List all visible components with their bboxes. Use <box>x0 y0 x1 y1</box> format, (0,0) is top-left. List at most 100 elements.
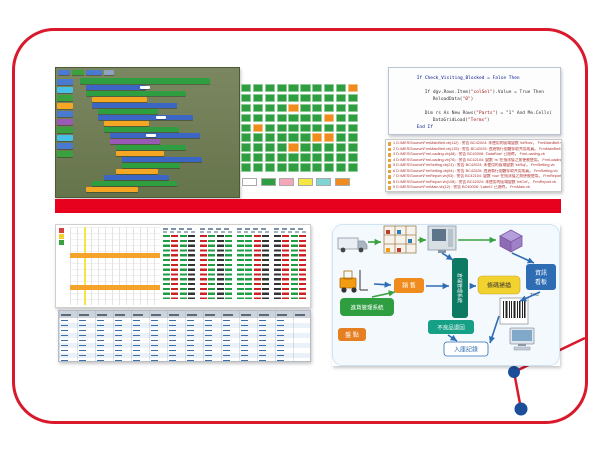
warning-icon <box>387 169 391 173</box>
status-tile <box>312 103 323 113</box>
status-tile <box>335 143 347 152</box>
code-string-token: "0" <box>462 97 471 102</box>
status-tile <box>323 113 335 123</box>
code-string-token: "Parts" <box>476 111 496 116</box>
log-text: 8 D:\MES\Source\FrmReport.vb(108) : 警告 B… <box>393 179 557 184</box>
spreadsheet-screenshot <box>55 224 311 308</box>
status-tile <box>347 113 358 123</box>
table-row <box>59 323 310 328</box>
inbound-record-label: 入庫記錄 <box>454 346 478 354</box>
code-block <box>57 119 73 125</box>
column-header-text <box>163 228 195 233</box>
legend-chip <box>297 178 313 186</box>
log-text: 3 D:\MES\Source\FrmLoading.vb(48) : 警告 B… <box>393 152 545 157</box>
table-body <box>59 318 310 361</box>
warning-icon <box>387 180 391 184</box>
status-tile <box>252 113 264 123</box>
status-tile <box>288 93 299 103</box>
warning-icon <box>387 164 391 168</box>
warehouse-system-label: 倉儲管理系統 <box>456 273 463 303</box>
status-tile <box>264 133 276 142</box>
code-block <box>104 70 114 75</box>
code-string-token: "Terms" <box>467 118 487 123</box>
status-tile <box>335 113 347 123</box>
log-text: 4 D:\MES\Source\FrmLoading.vb(76) : 警告 B… <box>393 157 561 162</box>
number-column-group <box>199 228 233 304</box>
status-tile <box>288 143 299 152</box>
yellow-signal-icon <box>59 234 64 239</box>
log-text: 9 D:\MES\Source\FrmMain.vb(12) : 警告 BC40… <box>393 185 531 190</box>
code-block <box>116 151 164 156</box>
warehouse-rack-icon <box>383 225 417 254</box>
table-row <box>59 328 310 333</box>
sheet-number-groups <box>162 228 307 304</box>
status-tile <box>347 93 358 103</box>
status-tile <box>252 93 264 103</box>
status-tile <box>252 123 264 132</box>
status-tile <box>347 84 358 93</box>
status-tile <box>241 133 252 142</box>
status-tile <box>288 84 299 93</box>
status-tile <box>300 84 311 93</box>
code-block <box>104 127 179 132</box>
status-tile <box>252 143 264 152</box>
table-row-text <box>61 334 290 337</box>
code-block <box>98 109 158 114</box>
table-row-text <box>61 349 290 352</box>
status-tile <box>312 153 323 162</box>
table-row-text <box>61 344 290 347</box>
status-tile <box>276 143 287 152</box>
log-line: 5 D:\MES\Source\FrmSetting.vb(21) : 警告 B… <box>386 163 561 169</box>
computer-icon <box>509 327 535 351</box>
logistics-flow-diagram: TAG 進貨管理系統 銷 售 倉儲管理系統 條碼掃描 資訊 看板 <box>332 224 560 366</box>
status-tile <box>335 103 347 113</box>
status-tile <box>335 163 347 172</box>
number-column <box>245 235 253 299</box>
diagram-background <box>332 224 560 366</box>
code-block <box>104 175 169 180</box>
code-block <box>57 151 73 157</box>
table-row-text <box>61 359 290 361</box>
data-table-screenshot <box>58 310 311 362</box>
status-tile <box>312 143 323 152</box>
code-line: If Check_Visiting_Blocked = False Then <box>391 71 558 81</box>
status-tile <box>347 123 358 132</box>
code-block <box>116 145 186 150</box>
truck-icon <box>337 237 368 253</box>
status-tile <box>312 133 323 142</box>
code-editor-screenshot: If Check_Visiting_Blocked = False Then I… <box>388 67 561 135</box>
status-tile <box>323 123 335 132</box>
block-coding-screenshot <box>55 67 240 198</box>
warning-icon <box>387 158 391 162</box>
code-line: If dgv.Rows.Item("colSel").Value = True … <box>391 85 558 95</box>
code-token: ) <box>470 97 474 102</box>
status-tile <box>323 84 335 93</box>
log-line: 4 D:\MES\Source\FrmLoading.vb(76) : 警告 B… <box>386 158 561 164</box>
status-tile <box>264 123 276 132</box>
code-block <box>116 169 158 174</box>
barcode-scan-label: 條碼掃描 <box>487 282 511 290</box>
inbound-system-box: 進貨管理系統 <box>340 298 394 316</box>
code-block <box>57 87 73 93</box>
status-tile <box>312 123 323 132</box>
number-column-group <box>273 228 307 304</box>
status-tile <box>335 93 347 103</box>
defect-return-box: 不良品退回 <box>428 320 474 334</box>
status-tile <box>323 103 335 113</box>
code-block <box>140 86 150 89</box>
code-block <box>122 163 180 168</box>
number-column <box>290 235 298 299</box>
code-block <box>86 187 138 192</box>
red-signal-icon <box>59 228 64 233</box>
status-tile <box>323 133 335 142</box>
column-header-text <box>274 228 306 233</box>
status-tile <box>288 113 299 123</box>
number-column <box>200 235 207 299</box>
status-tile <box>288 123 299 132</box>
barcode-icon <box>499 297 529 325</box>
status-tile <box>335 84 347 93</box>
table-row-text <box>61 324 290 327</box>
status-tile <box>300 113 311 123</box>
inbound-system-label: 進貨管理系統 <box>350 304 384 312</box>
